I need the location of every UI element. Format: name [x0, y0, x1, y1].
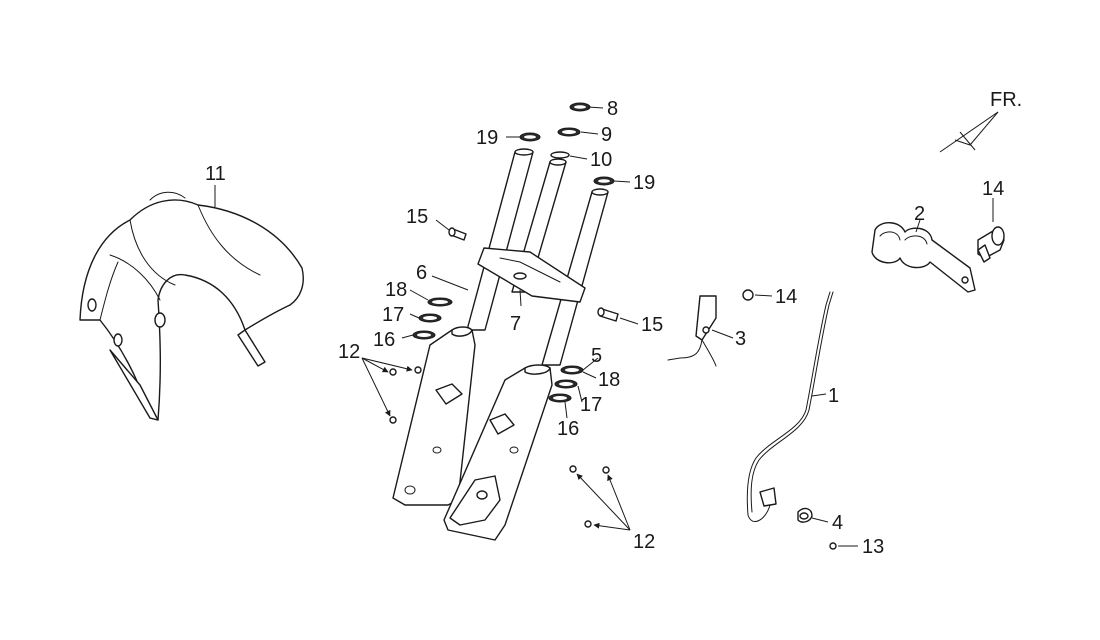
callout-10: 10 — [590, 149, 612, 171]
cable-bracket — [667, 295, 717, 367]
callout-14-nut: 14 — [775, 286, 797, 308]
callout-4: 4 — [832, 512, 843, 534]
direction-label: FR. — [990, 89, 1022, 111]
grommet — [977, 226, 1005, 263]
callout-17-left: 17 — [382, 304, 404, 326]
bolts — [389, 227, 837, 550]
callout-2: 2 — [914, 203, 925, 225]
callout-19-left: 19 — [476, 127, 498, 149]
callout-18-left: 18 — [385, 279, 407, 301]
callout-16-right: 16 — [557, 418, 579, 440]
front-fork-assembly — [392, 148, 609, 541]
callout-numbers: 1 2 3 4 5 6 7 8 9 10 11 12 12 13 14 14 1… — [205, 98, 1004, 558]
callout-19-right: 19 — [633, 172, 655, 194]
callout-13: 13 — [862, 536, 884, 558]
callout-1: 1 — [828, 385, 839, 407]
callout-18-right: 18 — [598, 369, 620, 391]
front-fender — [79, 191, 304, 421]
callout-6: 6 — [416, 262, 427, 284]
leader-lines — [214, 106, 994, 547]
callout-3: 3 — [735, 328, 746, 350]
brake-hose-guide — [871, 222, 976, 293]
callout-12-right: 12 — [633, 531, 655, 553]
speedo-cable — [746, 291, 834, 523]
callout-7: 7 — [510, 313, 521, 335]
callout-17-right: 17 — [580, 394, 602, 416]
callout-16-left: 16 — [373, 329, 395, 351]
callout-12-left: 12 — [338, 341, 360, 363]
callout-9: 9 — [601, 124, 612, 146]
callout-15-left: 15 — [406, 206, 428, 228]
front-direction-indicator: FR. — [939, 89, 1022, 153]
callout-11: 11 — [205, 163, 226, 185]
callout-14-grommet: 14 — [982, 178, 1004, 200]
callout-5: 5 — [591, 345, 602, 367]
callout-8: 8 — [607, 98, 618, 120]
callout-15-right: 15 — [641, 314, 663, 336]
